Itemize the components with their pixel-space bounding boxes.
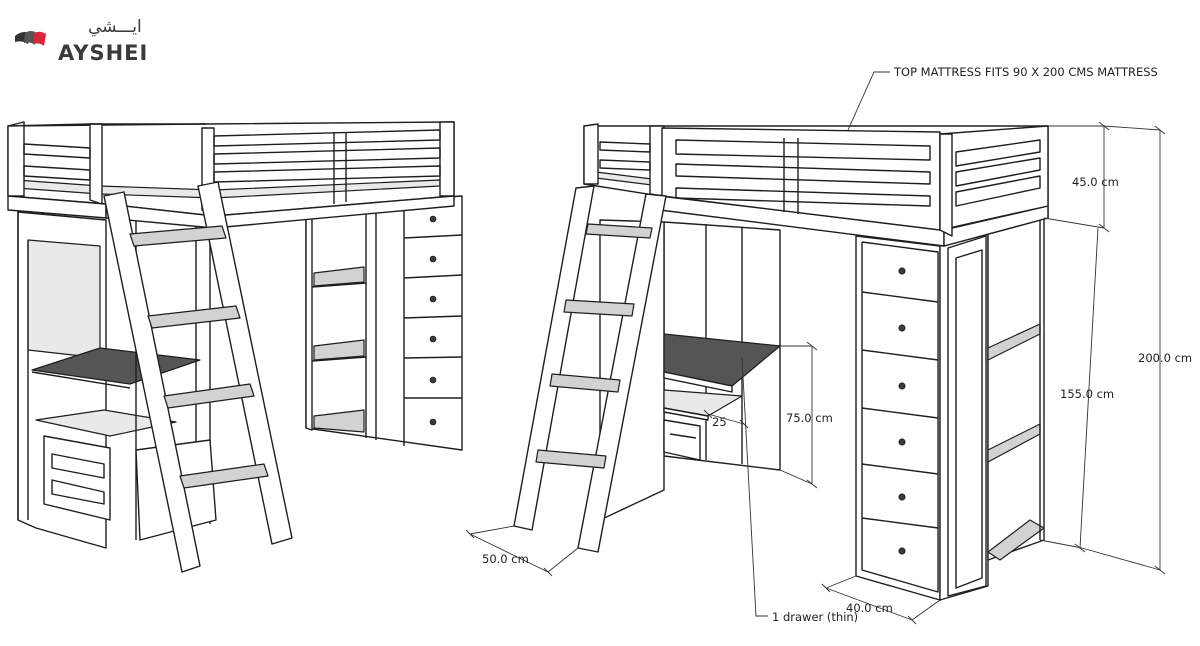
top-mattress-label: TOP MATTRESS FITS 90 X 200 CMS MATTRESS bbox=[893, 65, 1158, 79]
brand-name-arabic: ايـــشي bbox=[88, 17, 142, 37]
right-bed-guard-rails bbox=[583, 123, 1049, 237]
left-bed-guard-rails bbox=[7, 121, 455, 217]
drawer-knob-icon bbox=[429, 335, 437, 343]
drawer-note-label: 1 drawer (thin) bbox=[772, 610, 858, 624]
left-end-unit bbox=[17, 210, 217, 549]
drawer-knob-icon bbox=[898, 382, 906, 390]
drawer-knob-icon bbox=[898, 267, 906, 275]
brand-logo: ايـــشي AYSHEI bbox=[15, 17, 148, 65]
dimension-labels: TOP MATTRESS FITS 90 X 200 CMS MATTRESS … bbox=[482, 65, 1192, 624]
dimension-lines bbox=[465, 71, 1166, 625]
left-bed-frame bbox=[7, 121, 455, 229]
total-height-label: 200.0 cm bbox=[1138, 351, 1192, 365]
drawer-knob-icon bbox=[898, 324, 906, 332]
ladder-width-label: 50.0 cm bbox=[482, 552, 529, 566]
drawer-knob-icon bbox=[429, 418, 437, 426]
drawer-knob-icon bbox=[898, 438, 906, 446]
drawer-knob-icon bbox=[429, 255, 437, 263]
drawer-knob-icon bbox=[429, 295, 437, 303]
rail-height-label: 45.0 cm bbox=[1072, 175, 1119, 189]
left-tower-drawers bbox=[403, 215, 463, 426]
under-height-label: 155.0 cm bbox=[1060, 387, 1114, 401]
right-storage-tower bbox=[855, 217, 1045, 601]
left-ladder bbox=[103, 181, 293, 573]
brand-mark-icon bbox=[15, 31, 46, 46]
left-storage-tower bbox=[305, 195, 463, 451]
drawer-knob-icon bbox=[429, 376, 437, 384]
cabinet-depth-label: 40.0 cm bbox=[846, 601, 893, 615]
drawer-knob-icon bbox=[898, 493, 906, 501]
desk-gap-label: 25 bbox=[712, 415, 727, 429]
left-bed-view bbox=[7, 121, 463, 573]
desk-height-label: 75.0 cm bbox=[786, 411, 833, 425]
right-ladder bbox=[513, 185, 667, 553]
brand-name: AYSHEI bbox=[58, 41, 148, 65]
right-tower-drawers bbox=[861, 241, 939, 593]
right-bed-view bbox=[513, 123, 1049, 601]
drawer-knob-icon bbox=[898, 547, 906, 555]
drawer-knob-icon bbox=[429, 215, 437, 223]
